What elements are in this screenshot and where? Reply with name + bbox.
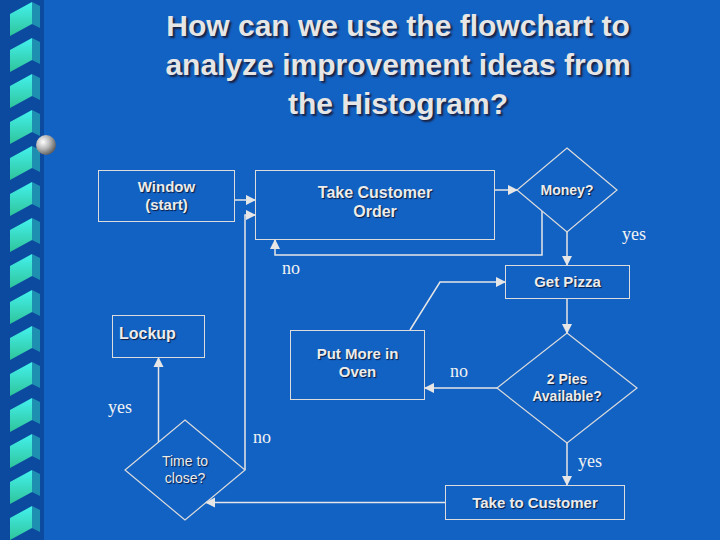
process-box: Lockup [112,315,205,358]
node-text: Put More in Oven [305,345,410,381]
node-text: 2 Pies Available? [525,371,609,405]
decision-diamond: 2 Pies Available? [497,333,637,443]
node-text: Lockup [119,324,176,343]
diamond-outline [497,333,637,443]
diamond-outline [517,148,617,232]
flow-connector [425,387,497,389]
side-band [0,0,44,540]
flow-connector [275,211,542,255]
flow-connector [410,282,505,330]
flow-connector [495,189,517,191]
process-box: Take Customer Order [255,170,495,240]
process-box: Get Pizza [505,265,630,299]
node-text: Money? [541,182,594,199]
flow-connector [566,443,568,485]
flow-connector [566,232,568,265]
edge-label: no [282,259,300,279]
flow-connector [566,299,568,333]
node-text: Time to close? [155,453,215,487]
bullet-ball [36,135,56,155]
diamond-outline [125,420,245,520]
flow-connector [158,358,160,442]
process-box: Window (start) [98,170,235,222]
edge-label: no [450,362,468,382]
process-box: Put More in Oven [290,330,425,400]
flow-connector [235,199,255,201]
node-text: Get Pizza [534,273,601,291]
edge-label: yes [578,452,602,472]
slide-title: How can we use the flowchart to analyze … [148,6,648,123]
node-text: Take to Customer [472,494,598,512]
process-box: Take to Customer [445,485,625,520]
decision-diamond: Time to close? [125,420,245,520]
edge-label: no [253,428,271,448]
edge-label: yes [622,225,646,245]
flow-connector [206,502,445,504]
node-text: Take Customer Order [311,183,439,221]
node-text: Window (start) [119,178,214,214]
edge-label: yes [108,398,132,418]
decision-diamond: Money? [517,148,617,232]
